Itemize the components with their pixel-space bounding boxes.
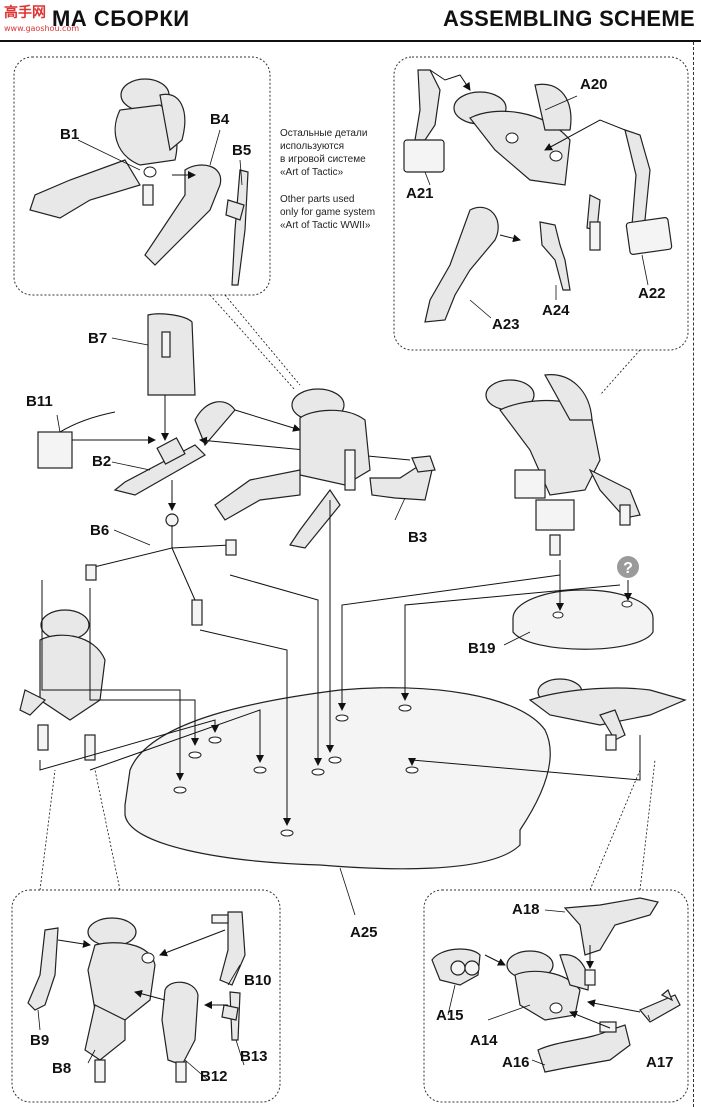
figure-b11-ammo-box bbox=[37, 411, 156, 469]
figure-b12-leg bbox=[134, 981, 199, 1083]
detail-box-b8-b13 bbox=[11, 889, 281, 1103]
figure-left-crouching-soldier bbox=[19, 609, 106, 761]
part-label-b19: B19 bbox=[468, 640, 496, 657]
part-label-a17: A17 bbox=[646, 1054, 674, 1071]
figure-a21-arm-case bbox=[403, 69, 471, 173]
figure-a17-weapon bbox=[587, 989, 681, 1023]
detail-box-a20-a24 bbox=[393, 56, 689, 351]
part-label-a18: A18 bbox=[512, 901, 540, 918]
question-mark-marker: ? bbox=[617, 556, 639, 578]
title-english: ASSEMBLING SCHEME bbox=[442, 6, 695, 31]
figure-a22-arm-case bbox=[544, 119, 673, 255]
part-label-b6: B6 bbox=[90, 522, 110, 539]
part-label-a21: A21 bbox=[406, 185, 434, 202]
part-label-a20: A20 bbox=[580, 76, 608, 93]
part-label-b4: B4 bbox=[210, 111, 230, 128]
figure-kneeling-soldier-cases bbox=[485, 374, 641, 556]
figure-a24-weapon bbox=[539, 194, 601, 291]
part-label-b9: B9 bbox=[30, 1032, 50, 1049]
part-label-b5: B5 bbox=[232, 142, 252, 159]
svg-text:?: ? bbox=[623, 560, 633, 577]
title-russian: МА СБОРКИ bbox=[52, 6, 190, 31]
note-ru-line: в игровой системе bbox=[280, 154, 366, 165]
figure-a16-arm bbox=[537, 1010, 631, 1073]
figure-a18-legs bbox=[563, 897, 659, 986]
part-label-b1: B1 bbox=[60, 126, 80, 143]
figure-b6-tripod bbox=[85, 480, 237, 626]
part-label-a23: A23 bbox=[492, 316, 520, 333]
figure-b4-leg bbox=[144, 164, 222, 266]
note-en-line: «Art of Tactic WWII» bbox=[280, 220, 371, 231]
note-ru-line: используются bbox=[280, 141, 345, 152]
part-label-b12: B12 bbox=[200, 1068, 228, 1085]
part-label-a25: A25 bbox=[350, 924, 378, 941]
part-label-a14: A14 bbox=[470, 1032, 498, 1049]
part-label-b2: B2 bbox=[92, 453, 112, 470]
page-edge-dashed-line bbox=[693, 42, 695, 1107]
detail-box-a14-a18 bbox=[423, 889, 689, 1103]
note-ru-line: «Art of Tactic» bbox=[280, 167, 344, 178]
note-en-line: only for game system bbox=[280, 207, 376, 218]
figure-a20-torso bbox=[453, 83, 572, 186]
detail-box-b1-b5 bbox=[13, 56, 271, 296]
note-en-line: Other parts used bbox=[280, 194, 355, 205]
figure-a14-soldier bbox=[506, 950, 589, 1021]
figure-b9-arm bbox=[27, 927, 91, 1011]
part-label-b7: B7 bbox=[88, 330, 108, 347]
part-label-a24: A24 bbox=[542, 302, 570, 319]
figure-prone-soldier bbox=[528, 678, 687, 751]
figure-b8-soldier bbox=[84, 917, 156, 1083]
base-b19 bbox=[512, 560, 654, 650]
part-label-a16: A16 bbox=[502, 1054, 530, 1071]
base-a25 bbox=[124, 687, 551, 870]
figure-b1-seated-soldier bbox=[29, 78, 186, 219]
figure-b10-arm bbox=[159, 911, 246, 986]
part-label-b8: B8 bbox=[52, 1060, 72, 1077]
figure-b5-weapon bbox=[225, 169, 249, 286]
part-label-b10: B10 bbox=[244, 972, 272, 989]
part-label-b3: B3 bbox=[408, 529, 428, 546]
figure-b13-weapon bbox=[204, 991, 241, 1041]
header: 高手网 www.gaoshou.com МА СБОРКИ ASSEMBLING… bbox=[0, 0, 701, 44]
watermark-url: www.gaoshou.com bbox=[4, 24, 80, 33]
note-english: Other parts used only for game system «A… bbox=[280, 193, 375, 232]
watermark-logo: 高手网 bbox=[4, 4, 46, 20]
part-label-b13: B13 bbox=[240, 1048, 268, 1065]
header-rule bbox=[0, 40, 701, 42]
figure-b2-machine-gun bbox=[113, 401, 411, 496]
figure-a23-leg bbox=[424, 206, 521, 323]
part-label-a22: A22 bbox=[638, 285, 666, 302]
part-label-b11: B11 bbox=[26, 393, 53, 410]
figure-b3-gunner bbox=[214, 388, 436, 549]
note-ru-line: Остальные детали bbox=[280, 128, 368, 139]
part-label-a15: A15 bbox=[436, 1007, 464, 1024]
note-russian: Остальные детали используются в игровой … bbox=[280, 127, 367, 179]
figure-b7-shield bbox=[147, 313, 196, 441]
figure-a15-binoculars bbox=[431, 948, 506, 986]
